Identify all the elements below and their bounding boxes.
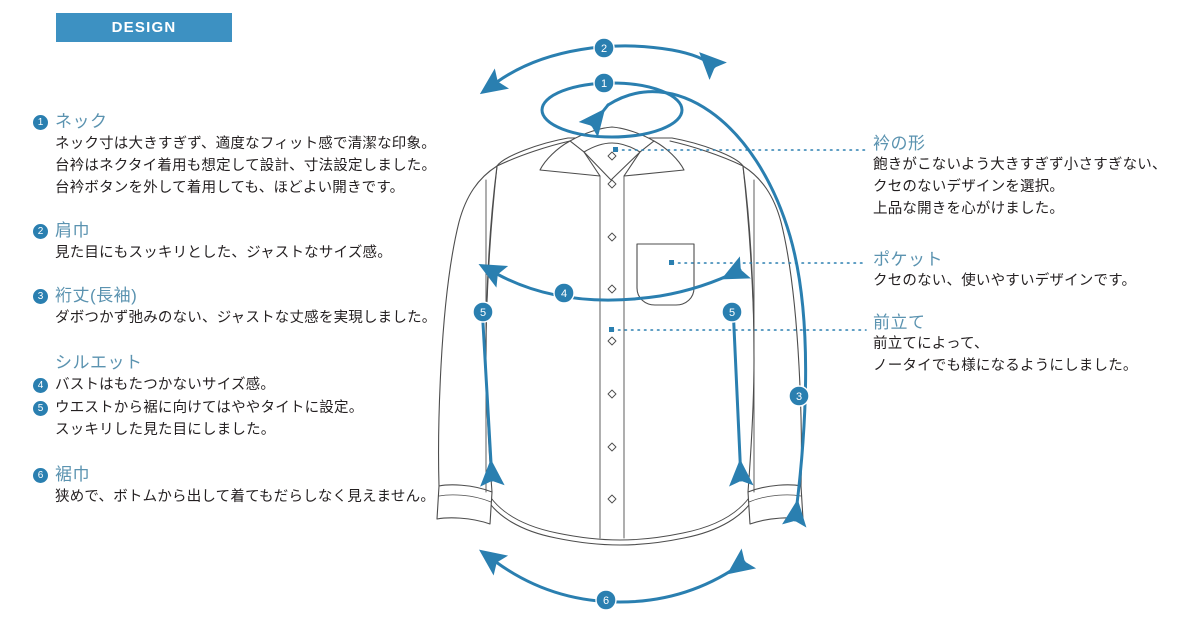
svg-text:5: 5 — [729, 307, 735, 319]
entry-pocket-body: クセのない、使いやすいデザインです。 — [873, 270, 1193, 292]
sleeve-length-arc — [606, 90, 808, 528]
entry-neck-head: 1 ネック — [33, 112, 463, 132]
entry-silhouette-bust-line-1: バストはもたつかないサイズ感。 — [55, 377, 276, 393]
entry-shoulder-body: 見た目にもスッキリとした、ジャストなサイズ感。 — [55, 242, 463, 264]
hem-width-arc — [479, 548, 757, 604]
diagram-marker-4: 4 — [553, 282, 575, 304]
diagram-marker-3: 3 — [788, 385, 810, 407]
entry-silhouette-bust-text: バストはもたつかないサイズ感。 — [55, 374, 275, 396]
diagram-marker-2: 2 — [593, 37, 615, 59]
left-text-column: 1 ネック ネック寸は大きすぎず、適度なフィット感で清潔な印象。 台衿はネクタイ… — [33, 112, 463, 508]
marker-4: 4 — [33, 378, 48, 393]
entry-placket-title: 前立て — [873, 313, 926, 332]
diagram-marker-6: 6 — [595, 589, 617, 611]
entry-collar-shape-title: 衿の形 — [873, 134, 926, 153]
entry-sleeve-length: 3 裄丈(長袖) ダボつかず弛みのない、ジャストな丈感を実現しました。 — [33, 286, 463, 329]
entry-sleeve-length-title: 裄丈(長袖) — [55, 286, 138, 305]
entry-collar-shape-line-2: クセのないデザインを選択。 — [873, 179, 1065, 195]
waist-hem-left-arrow — [480, 304, 505, 487]
svg-text:6: 6 — [603, 595, 609, 607]
diagram-marker-5-right: 5 — [721, 301, 743, 323]
design-badge-label: DESIGN — [111, 19, 177, 36]
entry-neck-line-3: 台衿ボタンを外して着用しても、ほどよい開きです。 — [55, 180, 405, 196]
marker-2: 2 — [33, 223, 48, 239]
entry-pocket: ポケット クセのない、使いやすいデザインです。 — [873, 250, 1193, 292]
entry-silhouette-waist-line-2: スッキリした見た目にしました。 — [55, 422, 276, 438]
entry-placket-line-1: 前立てによって、 — [873, 336, 989, 352]
entry-neck-title: ネック — [55, 112, 108, 131]
entry-neck-line-2: 台衿はネクタイ着用も想定して設計、寸法設定しました。 — [55, 158, 437, 174]
entry-hem-width: 6 裾巾 狭めで、ボトムから出して着てもだらしなく見えません。 — [33, 465, 463, 508]
entry-pocket-line-1: クセのない、使いやすいデザインです。 — [873, 273, 1137, 289]
svg-text:2: 2 — [601, 43, 607, 55]
diagram-marker-1: 1 — [593, 72, 615, 94]
neck-pointer — [578, 103, 610, 138]
entry-placket: 前立て 前立てによって、 ノータイでも様になるようにしました。 — [873, 313, 1193, 377]
svg-text:3: 3 — [796, 391, 802, 403]
entry-hem-width-body: 狭めで、ボトムから出して着てもだらしなく見えません。 — [55, 486, 463, 508]
entry-silhouette-waist-text: ウエストから裾に向けてはややタイトに設定。 スッキリした見た目にしました。 — [55, 397, 363, 441]
entry-hem-width-title: 裾巾 — [55, 465, 90, 484]
bust-width-arrow — [478, 256, 751, 302]
leader-dot-collar — [613, 147, 618, 152]
svg-text:1: 1 — [601, 78, 607, 90]
entry-hem-width-line-1: 狭めで、ボトムから出して着てもだらしなく見えません。 — [55, 489, 436, 505]
leader-lines — [611, 149, 867, 331]
marker-3: 3 — [33, 288, 48, 304]
entry-shoulder-line-1: 見た目にもスッキリとした、ジャストなサイズ感。 — [55, 245, 392, 261]
entry-neck: 1 ネック ネック寸は大きすぎず、適度なフィット感で清潔な印象。 台衿はネクタイ… — [33, 112, 463, 199]
entry-pocket-title: ポケット — [873, 250, 943, 269]
design-badge: DESIGN — [56, 13, 232, 42]
entry-sleeve-length-head: 3 裄丈(長袖) — [33, 286, 463, 306]
entry-neck-line-1: ネック寸は大きすぎず、適度なフィット感で清潔な印象。 — [55, 136, 436, 152]
entry-silhouette-title: シルエット — [55, 353, 143, 372]
svg-text:5: 5 — [480, 307, 486, 319]
entry-placket-body: 前立てによって、 ノータイでも様になるようにしました。 — [873, 333, 1193, 377]
shoulder-width-arc — [479, 44, 727, 95]
entry-hem-width-head: 6 裾巾 — [33, 465, 463, 485]
shirt-outline — [436, 126, 804, 546]
marker-6: 6 — [33, 467, 48, 483]
leader-dot-placket — [609, 327, 614, 332]
entry-silhouette-waist-line-1: ウエストから裾に向けてはややタイトに設定。 — [55, 400, 364, 416]
entry-sleeve-length-body: ダボつかず弛みのない、ジャストな丈感を実現しました。 — [55, 307, 463, 329]
waist-hem-right-arrow — [728, 304, 754, 487]
entry-placket-line-2: ノータイでも様になるようにしました。 — [873, 358, 1138, 374]
entry-collar-shape-line-1: 飽きがこないよう大きすぎず小さすぎない、 — [873, 157, 1167, 173]
entry-shoulder-head: 2 肩巾 — [33, 221, 463, 241]
leader-dots — [609, 147, 674, 332]
diagram-markers: 2 1 3 4 5 5 6 — [472, 37, 810, 611]
entry-shoulder: 2 肩巾 見た目にもスッキリとした、ジャストなサイズ感。 — [33, 221, 463, 264]
marker-1: 1 — [33, 114, 48, 130]
entry-silhouette: シルエット 4 バストはもたつかないサイズ感。 5 ウエストから裾に向けてはやや… — [33, 353, 463, 441]
entry-collar-shape-body: 飽きがこないよう大きすぎず小さすぎない、 クセのないデザインを選択。 上品な開き… — [873, 154, 1193, 220]
entry-sleeve-length-line-1: ダボつかず弛みのない、ジャストな丈感を実現しました。 — [55, 310, 437, 326]
entry-silhouette-item-bust: 4 バストはもたつかないサイズ感。 — [33, 374, 463, 396]
leader-dot-pocket — [669, 260, 674, 265]
entry-silhouette-item-waist: 5 ウエストから裾に向けてはややタイトに設定。 スッキリした見た目にしました。 — [33, 397, 463, 441]
entry-collar-shape-line-3: 上品な開きを心がけました。 — [873, 201, 1065, 217]
entry-neck-body: ネック寸は大きすぎず、適度なフィット感で清潔な印象。 台衿はネクタイ着用も想定し… — [55, 133, 463, 199]
diagram-marker-5-left: 5 — [472, 301, 494, 323]
marker-5: 5 — [33, 401, 48, 416]
entry-shoulder-title: 肩巾 — [55, 221, 90, 240]
entry-collar-shape: 衿の形 飽きがこないよう大きすぎず小さすぎない、 クセのないデザインを選択。 上… — [873, 134, 1193, 220]
svg-text:4: 4 — [561, 288, 567, 300]
